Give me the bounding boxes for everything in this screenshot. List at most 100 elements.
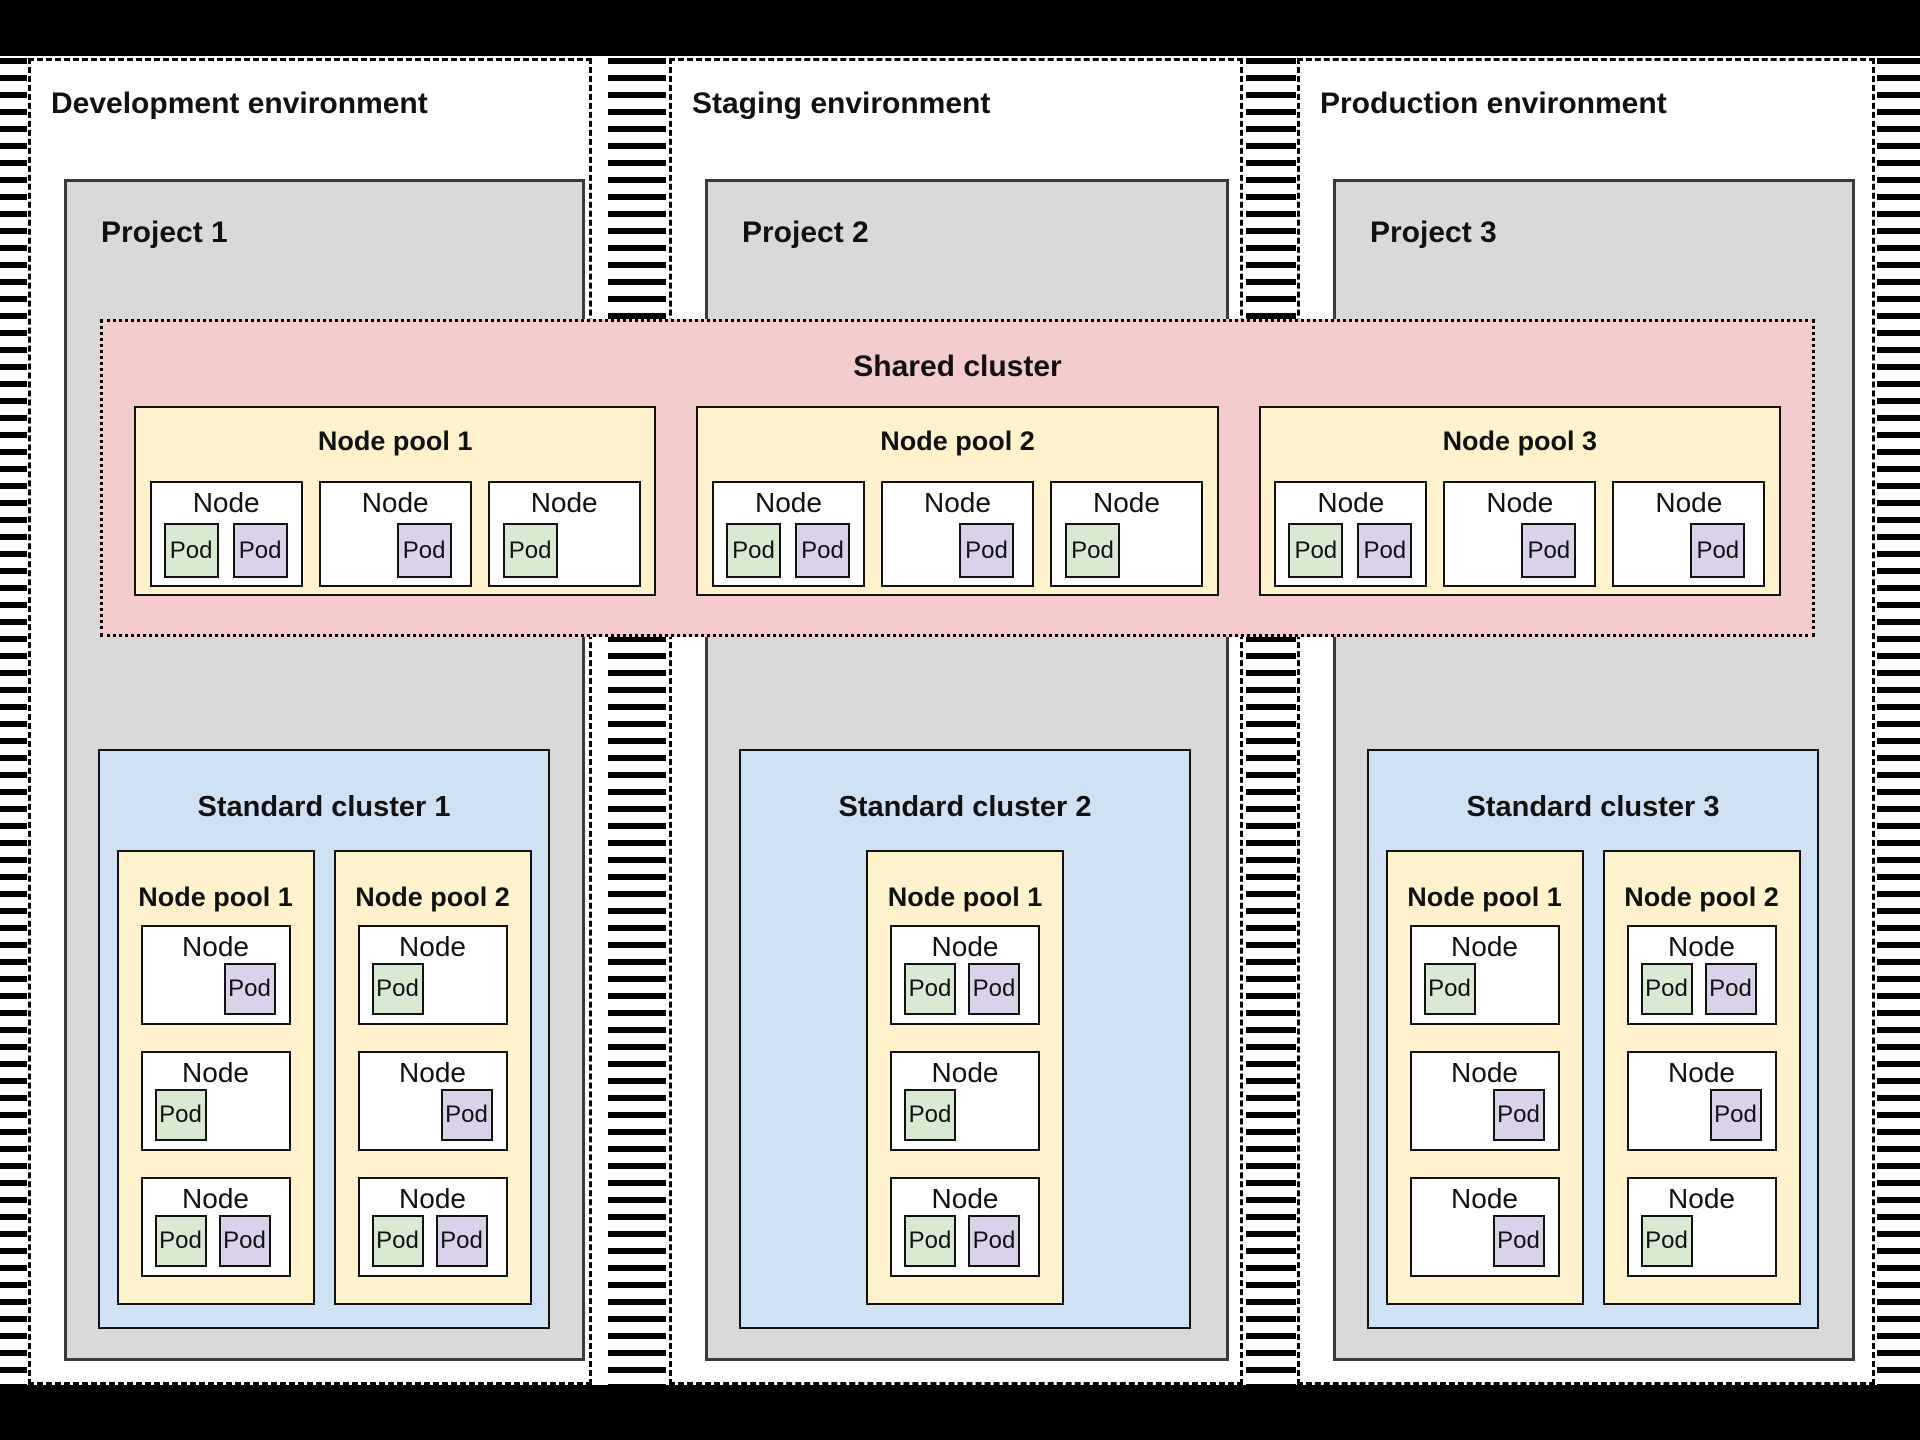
pod-box: Pod <box>163 523 219 579</box>
environment-title: Development environment <box>51 87 428 120</box>
pod-box: Pod <box>435 1215 488 1268</box>
pod-label: Pod <box>402 536 446 564</box>
pod-box: Pod <box>371 963 424 1016</box>
node-label: Node <box>399 1183 466 1215</box>
pod-label: Pod <box>223 1227 266 1255</box>
environment-box-development: Development environment Project 1 Standa… <box>28 58 592 1385</box>
pod-label: Pod <box>440 1227 483 1255</box>
pod-box: Pod <box>1492 1215 1545 1268</box>
pod-label: Pod <box>228 975 271 1003</box>
node-label: Node <box>1668 1183 1735 1215</box>
pod-box: Pod <box>904 963 956 1016</box>
pod-box: Pod <box>1423 963 1476 1016</box>
isolation-stripes-band <box>0 58 27 1385</box>
node-label: Node <box>399 1057 466 1089</box>
node-pool-title: Node pool 1 <box>1407 882 1562 913</box>
pod-box: Pod <box>440 1089 493 1142</box>
isolation-stripes-band <box>608 58 666 1385</box>
project-box: Project 2 Standard cluster 2 Node pool 1… <box>705 179 1229 1361</box>
pod-label: Pod <box>1709 975 1752 1003</box>
pod-box: Pod <box>371 1215 424 1268</box>
pod-label: Pod <box>801 536 844 564</box>
pod-label: Pod <box>972 975 1016 1003</box>
node-label: Node <box>755 487 822 519</box>
pod-box: Pod <box>223 963 276 1016</box>
pod-label: Pod <box>1696 536 1740 564</box>
node-label: Node <box>182 1183 249 1215</box>
pod-box: Pod <box>958 523 1014 579</box>
pod-label: Pod <box>238 536 282 564</box>
pod-box: Pod <box>1492 1089 1545 1142</box>
node-pool-title: Node pool 1 <box>887 882 1043 913</box>
environment-title: Staging environment <box>692 87 991 120</box>
pod-label: Pod <box>159 1101 202 1129</box>
pod-box: Pod <box>968 963 1020 1016</box>
pod-box: Pod <box>1640 1215 1693 1268</box>
environment-box-production: Production environment Project 3 Standar… <box>1297 58 1875 1385</box>
pod-label: Pod <box>1645 1227 1688 1255</box>
node-label: Node <box>192 487 260 519</box>
project-title: Project 2 <box>742 216 869 249</box>
pod-label: Pod <box>376 975 419 1003</box>
pod-box: Pod <box>968 1215 1020 1268</box>
pod-box: Pod <box>502 523 558 579</box>
standard-cluster-title: Standard cluster 2 <box>838 791 1092 823</box>
pod-label: Pod <box>508 536 552 564</box>
node-label: Node <box>361 487 429 519</box>
pod-box: Pod <box>725 523 781 579</box>
node-label: Node <box>399 931 466 963</box>
pod-label: Pod <box>1294 536 1338 564</box>
pod-box: Pod <box>1357 523 1413 579</box>
project-title: Project 1 <box>101 216 228 249</box>
node-label: Node <box>1451 931 1518 963</box>
pod-label: Pod <box>908 1227 952 1255</box>
node-label: Node <box>1668 1057 1735 1089</box>
pod-box: Pod <box>154 1089 207 1142</box>
pod-label: Pod <box>445 1101 488 1129</box>
node-label: Node <box>530 487 598 519</box>
node-label: Node <box>924 487 991 519</box>
environment-box-staging: Staging environment Project 2 Standard c… <box>669 58 1243 1385</box>
environment-title: Production environment <box>1320 87 1667 120</box>
node-label: Node <box>1668 931 1735 963</box>
node-pool-title: Node pool 2 <box>355 882 510 913</box>
node-label: Node <box>931 931 999 963</box>
pod-label: Pod <box>1497 1227 1540 1255</box>
shared-cluster-title: Shared cluster <box>853 350 1062 383</box>
pod-label: Pod <box>376 1227 419 1255</box>
pod-box: Pod <box>232 523 288 579</box>
isolation-stripes-band <box>1246 58 1296 1385</box>
pod-label: Pod <box>908 1101 952 1129</box>
isolation-stripes-band <box>1877 58 1920 1385</box>
node-label: Node <box>931 1057 999 1089</box>
project-title: Project 3 <box>1370 216 1497 249</box>
node-label: Node <box>182 1057 249 1089</box>
pod-label: Pod <box>169 536 213 564</box>
